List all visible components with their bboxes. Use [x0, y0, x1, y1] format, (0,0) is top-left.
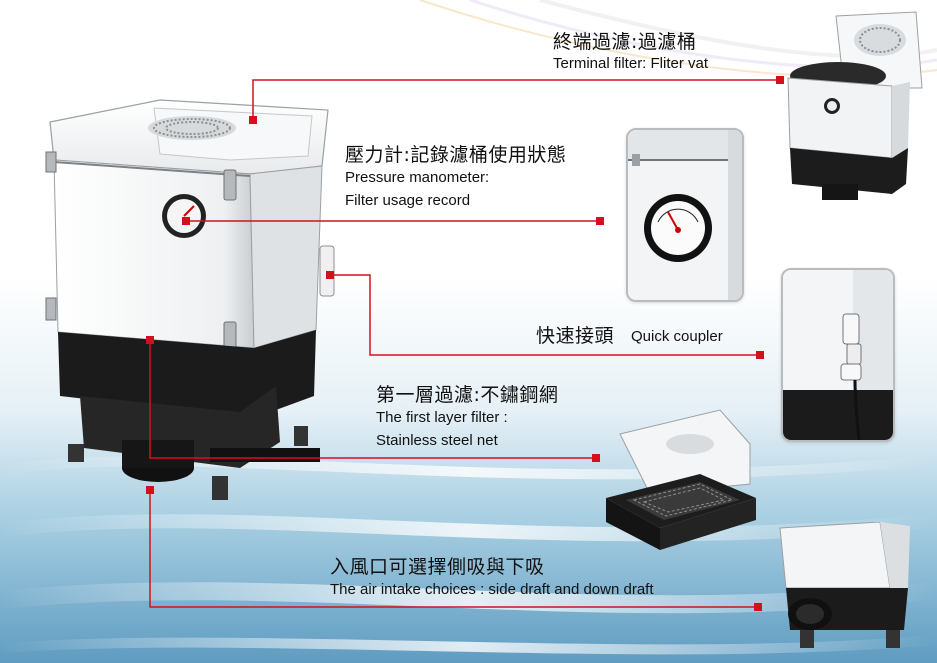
marker-terminal-filter-end	[776, 76, 784, 84]
pressure-gauge-panel	[626, 128, 744, 302]
marker-coupler-start	[326, 271, 334, 279]
marker-pressure-start	[182, 217, 190, 225]
quick-coupler-panel	[781, 268, 895, 442]
quick-coupler-zh-label: 快速接頭	[536, 325, 615, 347]
stainless-steel-net-icon	[626, 482, 740, 520]
leader-line-quick-coupler	[330, 274, 760, 356]
leader-line-terminal-filter	[252, 79, 780, 120]
first-layer-filter-zh-label: 第一層過濾:不鏽鋼網	[376, 384, 559, 406]
side-draft-inlet-icon	[788, 598, 832, 630]
marker-air-intake-start	[146, 486, 154, 494]
pressure-manometer-zh-label: 壓力計:記錄濾桶使用狀態	[345, 144, 567, 166]
marker-coupler-end	[756, 351, 764, 359]
pressure-manometer-en-label-2: Filter usage record	[345, 192, 471, 209]
quick-coupler-icon	[840, 313, 862, 381]
quick-coupler-en-label: Quick coupler	[631, 328, 723, 345]
marker-first-layer-end	[592, 454, 600, 462]
first-layer-filter-en-label-2: Stainless steel net	[376, 432, 498, 449]
pressure-gauge-icon	[162, 194, 206, 238]
leader-line-first-layer-filter	[149, 340, 596, 459]
terminal-filter-en-label: Terminal filter: Fliter vat	[553, 55, 709, 72]
air-intake-zh-label: 入風口可選擇側吸與下吸	[330, 556, 545, 578]
air-intake-image	[779, 522, 910, 648]
terminal-filter-image	[787, 11, 923, 200]
marker-air-intake-end	[754, 603, 762, 611]
vent-grille-icon	[148, 116, 236, 140]
first-layer-filter-image	[606, 409, 756, 550]
main-machine-image	[45, 99, 335, 500]
marker-terminal-filter-start	[249, 116, 257, 124]
quick-coupler-closeup-image	[783, 270, 893, 440]
leader-line-air-intake	[149, 490, 758, 608]
pressure-manometer-en-label-1: Pressure manometer:	[345, 169, 490, 186]
marker-pressure-end	[596, 217, 604, 225]
first-layer-filter-en-label-1: The first layer filter :	[376, 409, 508, 426]
terminal-filter-zh-label: 終端過濾:過濾桶	[553, 31, 697, 53]
air-intake-en-label: The air intake choices : side draft and …	[330, 581, 654, 598]
marker-first-layer-start	[146, 336, 154, 344]
pressure-gauge-closeup-image	[628, 130, 742, 300]
